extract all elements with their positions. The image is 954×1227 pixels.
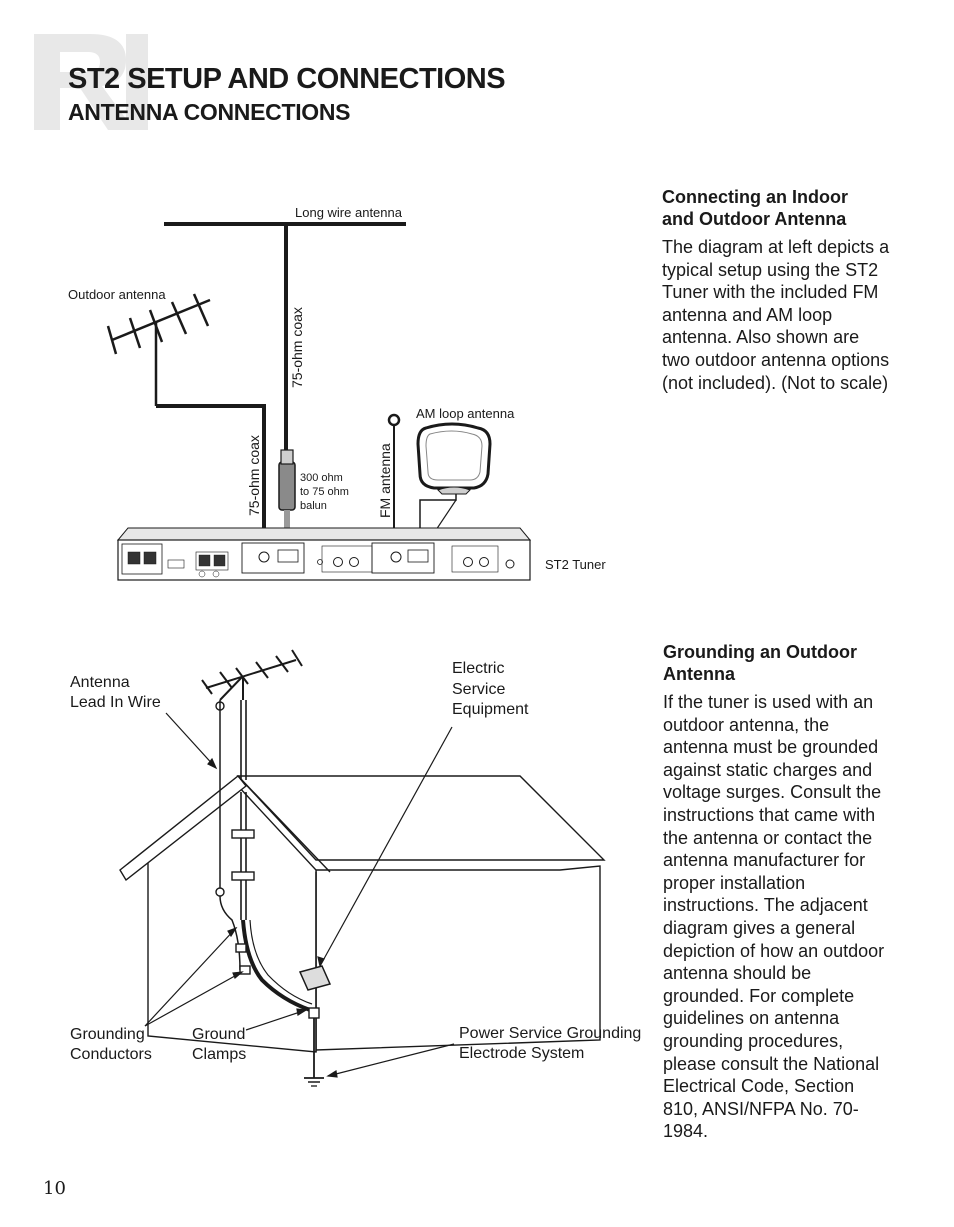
lead-in-label-line1: Antenna — [70, 674, 130, 691]
indoor-outdoor-body: The diagram at left depicts a typical se… — [662, 237, 890, 393]
outdoor-antenna-icon — [106, 293, 211, 406]
grounding-body: If the tuner is used with an outdoor ant… — [663, 692, 885, 1142]
callout-arrows — [144, 712, 455, 1078]
st2-tuner-panel — [116, 527, 532, 581]
balun-label-line1: 300 ohm — [300, 472, 343, 484]
clamps-label-line2: Clamps — [192, 1046, 246, 1063]
long-wire-antenna-label: Long wire antenna — [295, 205, 403, 220]
rooftop-antenna-icon — [201, 649, 303, 701]
st2-tuner-label: ST2 Tuner — [545, 557, 606, 572]
clamps-label-line1: Ground — [192, 1026, 245, 1043]
electric-label-line2: Service — [452, 681, 505, 698]
heading-line1: Connecting an Indoor — [662, 187, 848, 207]
page-subtitle: ANTENNA CONNECTIONS — [68, 99, 351, 125]
heading-line2: and Outdoor Antenna — [662, 209, 847, 229]
fm-antenna-label: FM antenna — [377, 443, 393, 518]
page-number: 10 — [43, 1178, 66, 1199]
am-loop-antenna-label: AM loop antenna — [416, 406, 515, 421]
logo-watermark — [34, 34, 148, 130]
power-label-line2: Electrode System — [459, 1045, 584, 1062]
lead-in-label-line2: Lead In Wire — [70, 694, 161, 711]
power-label-line1: Power Service Grounding — [459, 1025, 641, 1042]
grounding-heading: Grounding an Outdoor Antenna — [663, 641, 893, 685]
balun-label-line3: balun — [300, 500, 327, 512]
grounding-label-line2: Conductors — [70, 1046, 152, 1063]
page-title: ST2 SETUP AND CONNECTIONS — [68, 63, 506, 95]
house-icon — [119, 775, 606, 1053]
am-loop-antenna-icon — [416, 422, 492, 549]
balun-label-line2: to 75 ohm — [300, 486, 349, 498]
indoor-outdoor-heading: Connecting an Indoor and Outdoor Antenna — [662, 186, 892, 230]
heading-line1: Grounding an Outdoor — [663, 642, 857, 662]
electric-label-line1: Electric — [452, 660, 504, 677]
electric-label-line3: Equipment — [452, 701, 529, 718]
indoor-outdoor-section: Connecting an Indoor and Outdoor Antenna… — [662, 186, 892, 394]
coax-label-left: 75-ohm coax — [246, 435, 262, 516]
outdoor-antenna-label: Outdoor antenna — [68, 287, 166, 302]
antenna-connection-diagram — [106, 222, 532, 581]
heading-line2: Antenna — [663, 664, 735, 684]
coax-label-top: 75-ohm coax — [289, 307, 305, 388]
grounding-diagram — [119, 649, 606, 1087]
grounding-section: Grounding an Outdoor Antenna If the tune… — [663, 641, 893, 1143]
grounding-label-line1: Grounding — [70, 1026, 145, 1043]
